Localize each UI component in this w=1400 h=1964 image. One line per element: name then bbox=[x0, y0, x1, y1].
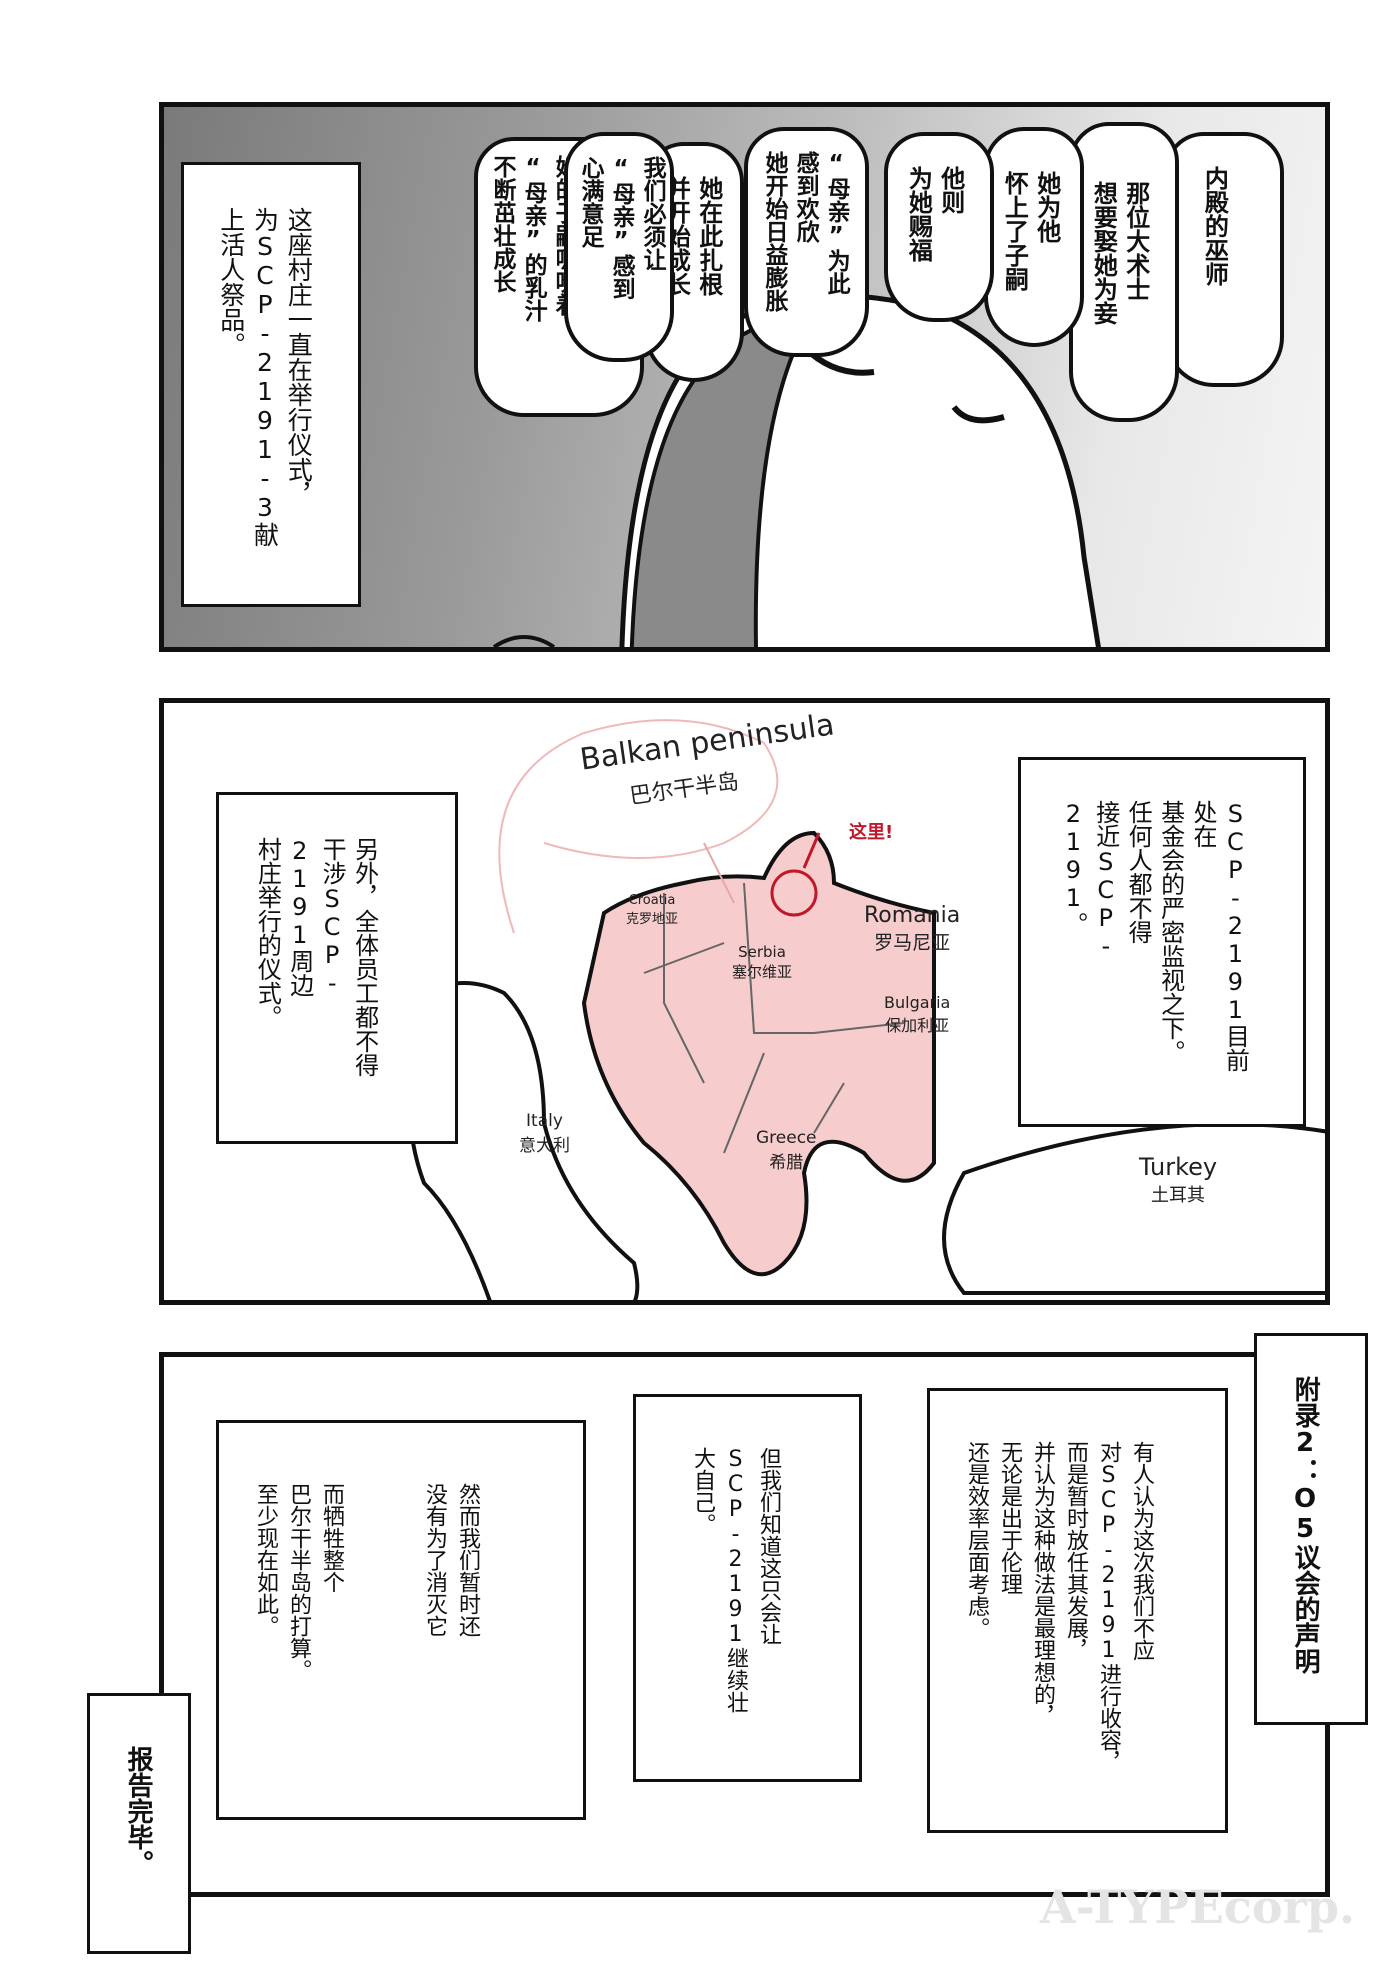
text-line: “母亲”的乳汁 bbox=[520, 155, 547, 322]
text-line: 罗马尼亚 bbox=[874, 932, 951, 954]
watermark: A-TYPEcorp. bbox=[1040, 1880, 1355, 1934]
speech-bubble: 我们必须让“母亲”感到心满意足 bbox=[564, 132, 674, 362]
text-line: 感到欢欣 bbox=[792, 151, 819, 243]
caption-box: 这座村庄一直在举行仪式， 为SCP-2191-3献上活人祭品。 bbox=[181, 162, 361, 607]
box-c: 然而我们暂时还没有为了消灭它 而牺牲整个巴尔干半岛的打算。至少现在如此。 bbox=[216, 1420, 586, 1820]
text-line: 想要娶她为妾 bbox=[1089, 181, 1118, 325]
text-line: 土耳其 bbox=[1151, 1185, 1206, 1206]
text-line: 报告完毕。 bbox=[123, 1746, 154, 1876]
text-line: Bulgaria bbox=[884, 993, 951, 1012]
text-line: 为她赐福 bbox=[904, 166, 933, 262]
text-line: 而是暂时放任其发展， bbox=[1063, 1441, 1088, 1661]
box-a: 有人认为这次我们不应对SCP-2191进行收容， 而是暂时放任其发展， 并认为这种做… bbox=[927, 1388, 1228, 1833]
speech-bubble: 她为他怀上了子嗣 bbox=[984, 127, 1084, 347]
text-line: 有人认为这次我们不应 bbox=[1129, 1441, 1154, 1661]
text-line: 塞尔维亚 bbox=[732, 963, 793, 981]
caption-box-left: 另外，全体员工都不得干涉SCP-2191周边村庄举行的仪式。 bbox=[216, 792, 458, 1144]
text-line: Turkey bbox=[1139, 1153, 1218, 1181]
country-greece: Greece 希腊 bbox=[756, 1128, 817, 1173]
text-line: 那位大术士 bbox=[1121, 181, 1150, 301]
text-line: 还是效率层面考虑。 bbox=[964, 1441, 989, 1639]
panel-village-ritual: 这座村庄一直在举行仪式， 为SCP-2191-3献上活人祭品。 内殿的巫师 那位… bbox=[159, 102, 1330, 652]
speech-bubble: 内殿的巫师 bbox=[1164, 132, 1284, 387]
marker-label: 这里! bbox=[849, 822, 894, 843]
country-turkey: Turkey 土耳其 bbox=[1139, 1153, 1217, 1207]
text-line: SCP-2191继续壮大自己。 bbox=[690, 1447, 748, 1713]
text-line: 然而我们暂时还 bbox=[455, 1483, 480, 1637]
text-line: 并认为这种做法是最理想的， bbox=[1030, 1441, 1055, 1727]
speech-bubble: 他则为她赐福 bbox=[884, 132, 994, 322]
text-line: 不断茁壮成长 bbox=[489, 155, 516, 293]
text-line: 心满意足 bbox=[577, 156, 604, 248]
text-line: 另外，全体员工都不得 bbox=[350, 837, 379, 1077]
text-line: 对SCP-2191进行收容， bbox=[1096, 1441, 1121, 1773]
text-line: Serbia bbox=[738, 943, 786, 961]
text-line: 怀上了子嗣 bbox=[1000, 171, 1029, 291]
location-marker-icon bbox=[770, 869, 818, 917]
text-line: 希腊 bbox=[769, 1153, 804, 1173]
text-line: 保加利亚 bbox=[885, 1016, 950, 1035]
text-line: 附录2：O5议会的声明 bbox=[1290, 1376, 1321, 1674]
report-end-box: 报告完毕。 bbox=[87, 1693, 191, 1954]
text-line: 她在此扎根 bbox=[694, 176, 723, 296]
appendix-title-box: 附录2：O5议会的声明 bbox=[1254, 1333, 1368, 1725]
text-line: 没有为了消灭它 bbox=[422, 1483, 447, 1637]
text-line: SCP-2191目前处在 bbox=[1188, 800, 1250, 1072]
text-line: 村庄举行的仪式。 bbox=[253, 837, 282, 1029]
text-line: 她为他 bbox=[1032, 171, 1061, 243]
box-b: 但我们知道这只会让 SCP-2191继续壮大自己。 bbox=[633, 1394, 862, 1782]
text-line: 她开始日益膨胀 bbox=[761, 151, 788, 312]
text-line: 而牺牲整个 bbox=[319, 1483, 344, 1593]
text-line: 他则 bbox=[936, 166, 965, 214]
caption-line: 为SCP-2191-3献上活人祭品。 bbox=[216, 207, 280, 547]
text-line: 干涉SCP-2191周边 bbox=[285, 837, 347, 997]
speech-bubble: “母亲”为此感到欢欣她开始日益膨胀 bbox=[744, 127, 869, 357]
text-line: 意大利 bbox=[519, 1136, 570, 1156]
text-line: 至少现在如此。 bbox=[253, 1483, 278, 1637]
country-romania: Romania 罗马尼亚 bbox=[864, 903, 960, 955]
caption-box-right: SCP-2191目前处在基金会的严密监视之下。任何人都不得接近SCP-2191。 bbox=[1018, 757, 1306, 1127]
text-line: Romania bbox=[864, 903, 961, 928]
text-line: “母亲”为此 bbox=[823, 151, 850, 295]
country-serbia: Serbia 塞尔维亚 bbox=[732, 943, 792, 982]
text-line: 基金会的严密监视之下。 bbox=[1156, 800, 1185, 1064]
text-line: Italy bbox=[526, 1111, 563, 1131]
text-line: 我们必须让 bbox=[639, 156, 666, 271]
country-italy: Italy 意大利 bbox=[519, 1111, 570, 1156]
text-line: 内殿的巫师 bbox=[1200, 166, 1229, 286]
country-croatia: Croatia 克罗地亚 bbox=[626, 893, 678, 927]
balkan-map bbox=[407, 719, 1325, 1300]
speech-bubble: 那位大术士想要娶她为妾 bbox=[1069, 122, 1179, 422]
country-bulgaria: Bulgaria 保加利亚 bbox=[884, 993, 950, 1036]
text-line: 但我们知道这只会让 bbox=[756, 1447, 781, 1645]
caption-line: 这座村庄一直在举行仪式， bbox=[284, 207, 314, 507]
text-line: 无论是出于伦理 bbox=[997, 1441, 1022, 1595]
text-line: 任何人都不得 bbox=[1124, 800, 1153, 944]
text-line: 克罗地亚 bbox=[626, 912, 679, 927]
text-line: Croatia bbox=[628, 893, 676, 908]
text-line: “母亲”感到 bbox=[608, 156, 635, 300]
text-line: Greece bbox=[756, 1128, 817, 1148]
text-line: 巴尔干半岛的打算。 bbox=[286, 1483, 311, 1681]
text-line: 接近SCP-2191。 bbox=[1059, 800, 1120, 960]
